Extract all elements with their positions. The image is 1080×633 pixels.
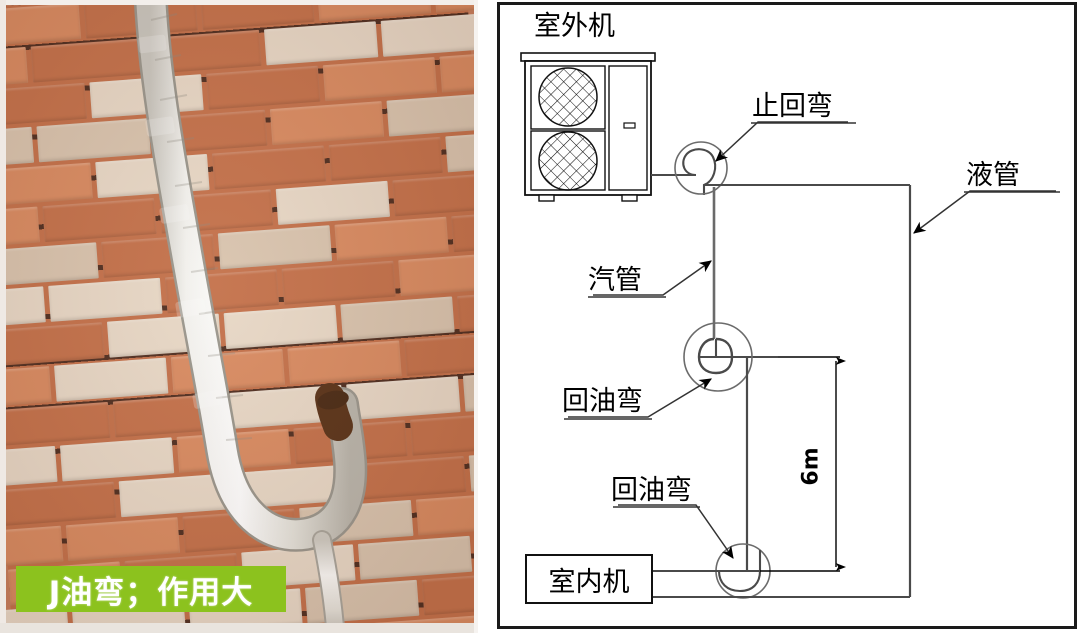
photo-panel: J油弯；作用大 [0, 0, 478, 633]
label-indoor-unit: 室内机 [527, 556, 651, 602]
label-check-bend: 止回弯 [752, 91, 833, 122]
outdoor-unit-graphic [520, 52, 656, 202]
caption-text: J油弯；作用大 [48, 574, 254, 611]
label-height-dimension: 6m [798, 447, 824, 486]
dimension-6m [760, 356, 847, 572]
label-oil-trap-lower: 回油弯 [611, 475, 692, 506]
photo-edge-left [0, 0, 6, 633]
label-liquid-pipe: 液管 [966, 160, 1020, 191]
insulated-pipe-graphic [133, 0, 368, 633]
photo-edge-top [0, 0, 478, 5]
schematic-diagram-panel: 室外机 止回弯 液管 汽管 回油弯 回油弯 6m 室内机 [497, 2, 1077, 629]
label-oil-trap-upper: 回油弯 [562, 386, 643, 417]
caption-banner: J油弯；作用大 [16, 566, 286, 612]
photo-edge-right [474, 0, 478, 633]
photo-edge-bottom [0, 623, 478, 633]
pipe-lines [651, 141, 912, 599]
label-outdoor-unit: 室外机 [534, 11, 615, 42]
label-vapor-pipe: 汽管 [588, 265, 642, 296]
leader-lines [564, 121, 1060, 559]
